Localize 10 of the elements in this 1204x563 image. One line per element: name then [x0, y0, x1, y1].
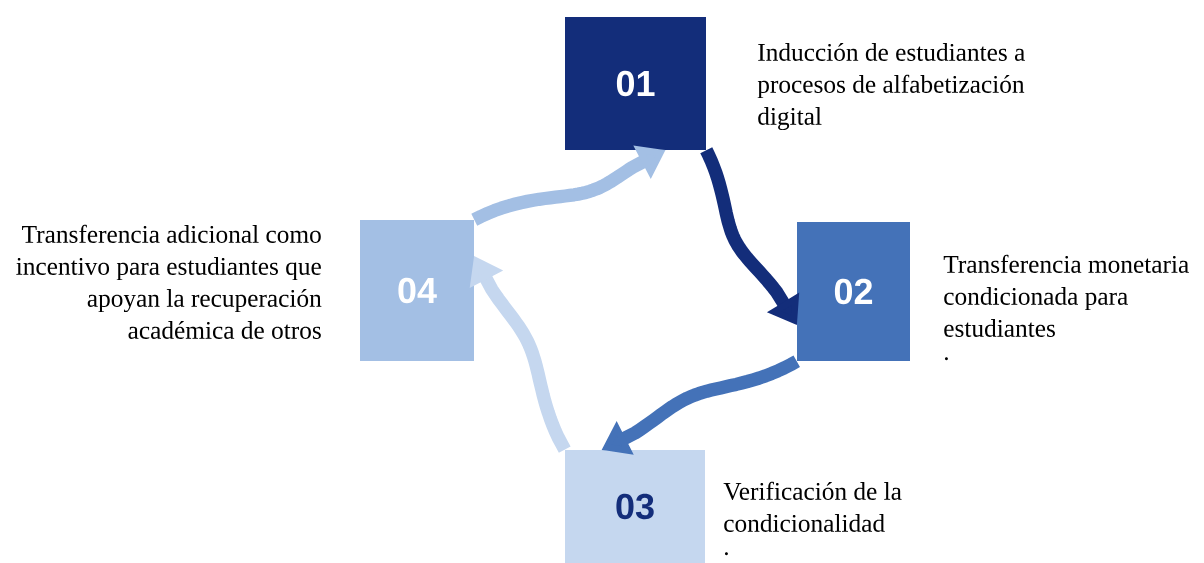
description-text: Transferencia adicional como incentivo para estudiantes que apoyan la recuperación académica de otros: [16, 224, 322, 339]
description-text: Inducción de estudiantes a procesos de alfabetización digital: [757, 43, 1025, 131]
description-text: .: [724, 552, 728, 556]
description-text: .: [944, 357, 948, 361]
number-box: 03: [565, 450, 705, 563]
number-box: 01: [565, 17, 706, 150]
number-box: 02: [797, 222, 910, 361]
description-text: Verificación de la condicionalidad: [723, 481, 902, 532]
number-box: 04: [360, 220, 474, 361]
description-text: Transferencia monetaria condicionada para estudiantes: [943, 254, 1189, 337]
